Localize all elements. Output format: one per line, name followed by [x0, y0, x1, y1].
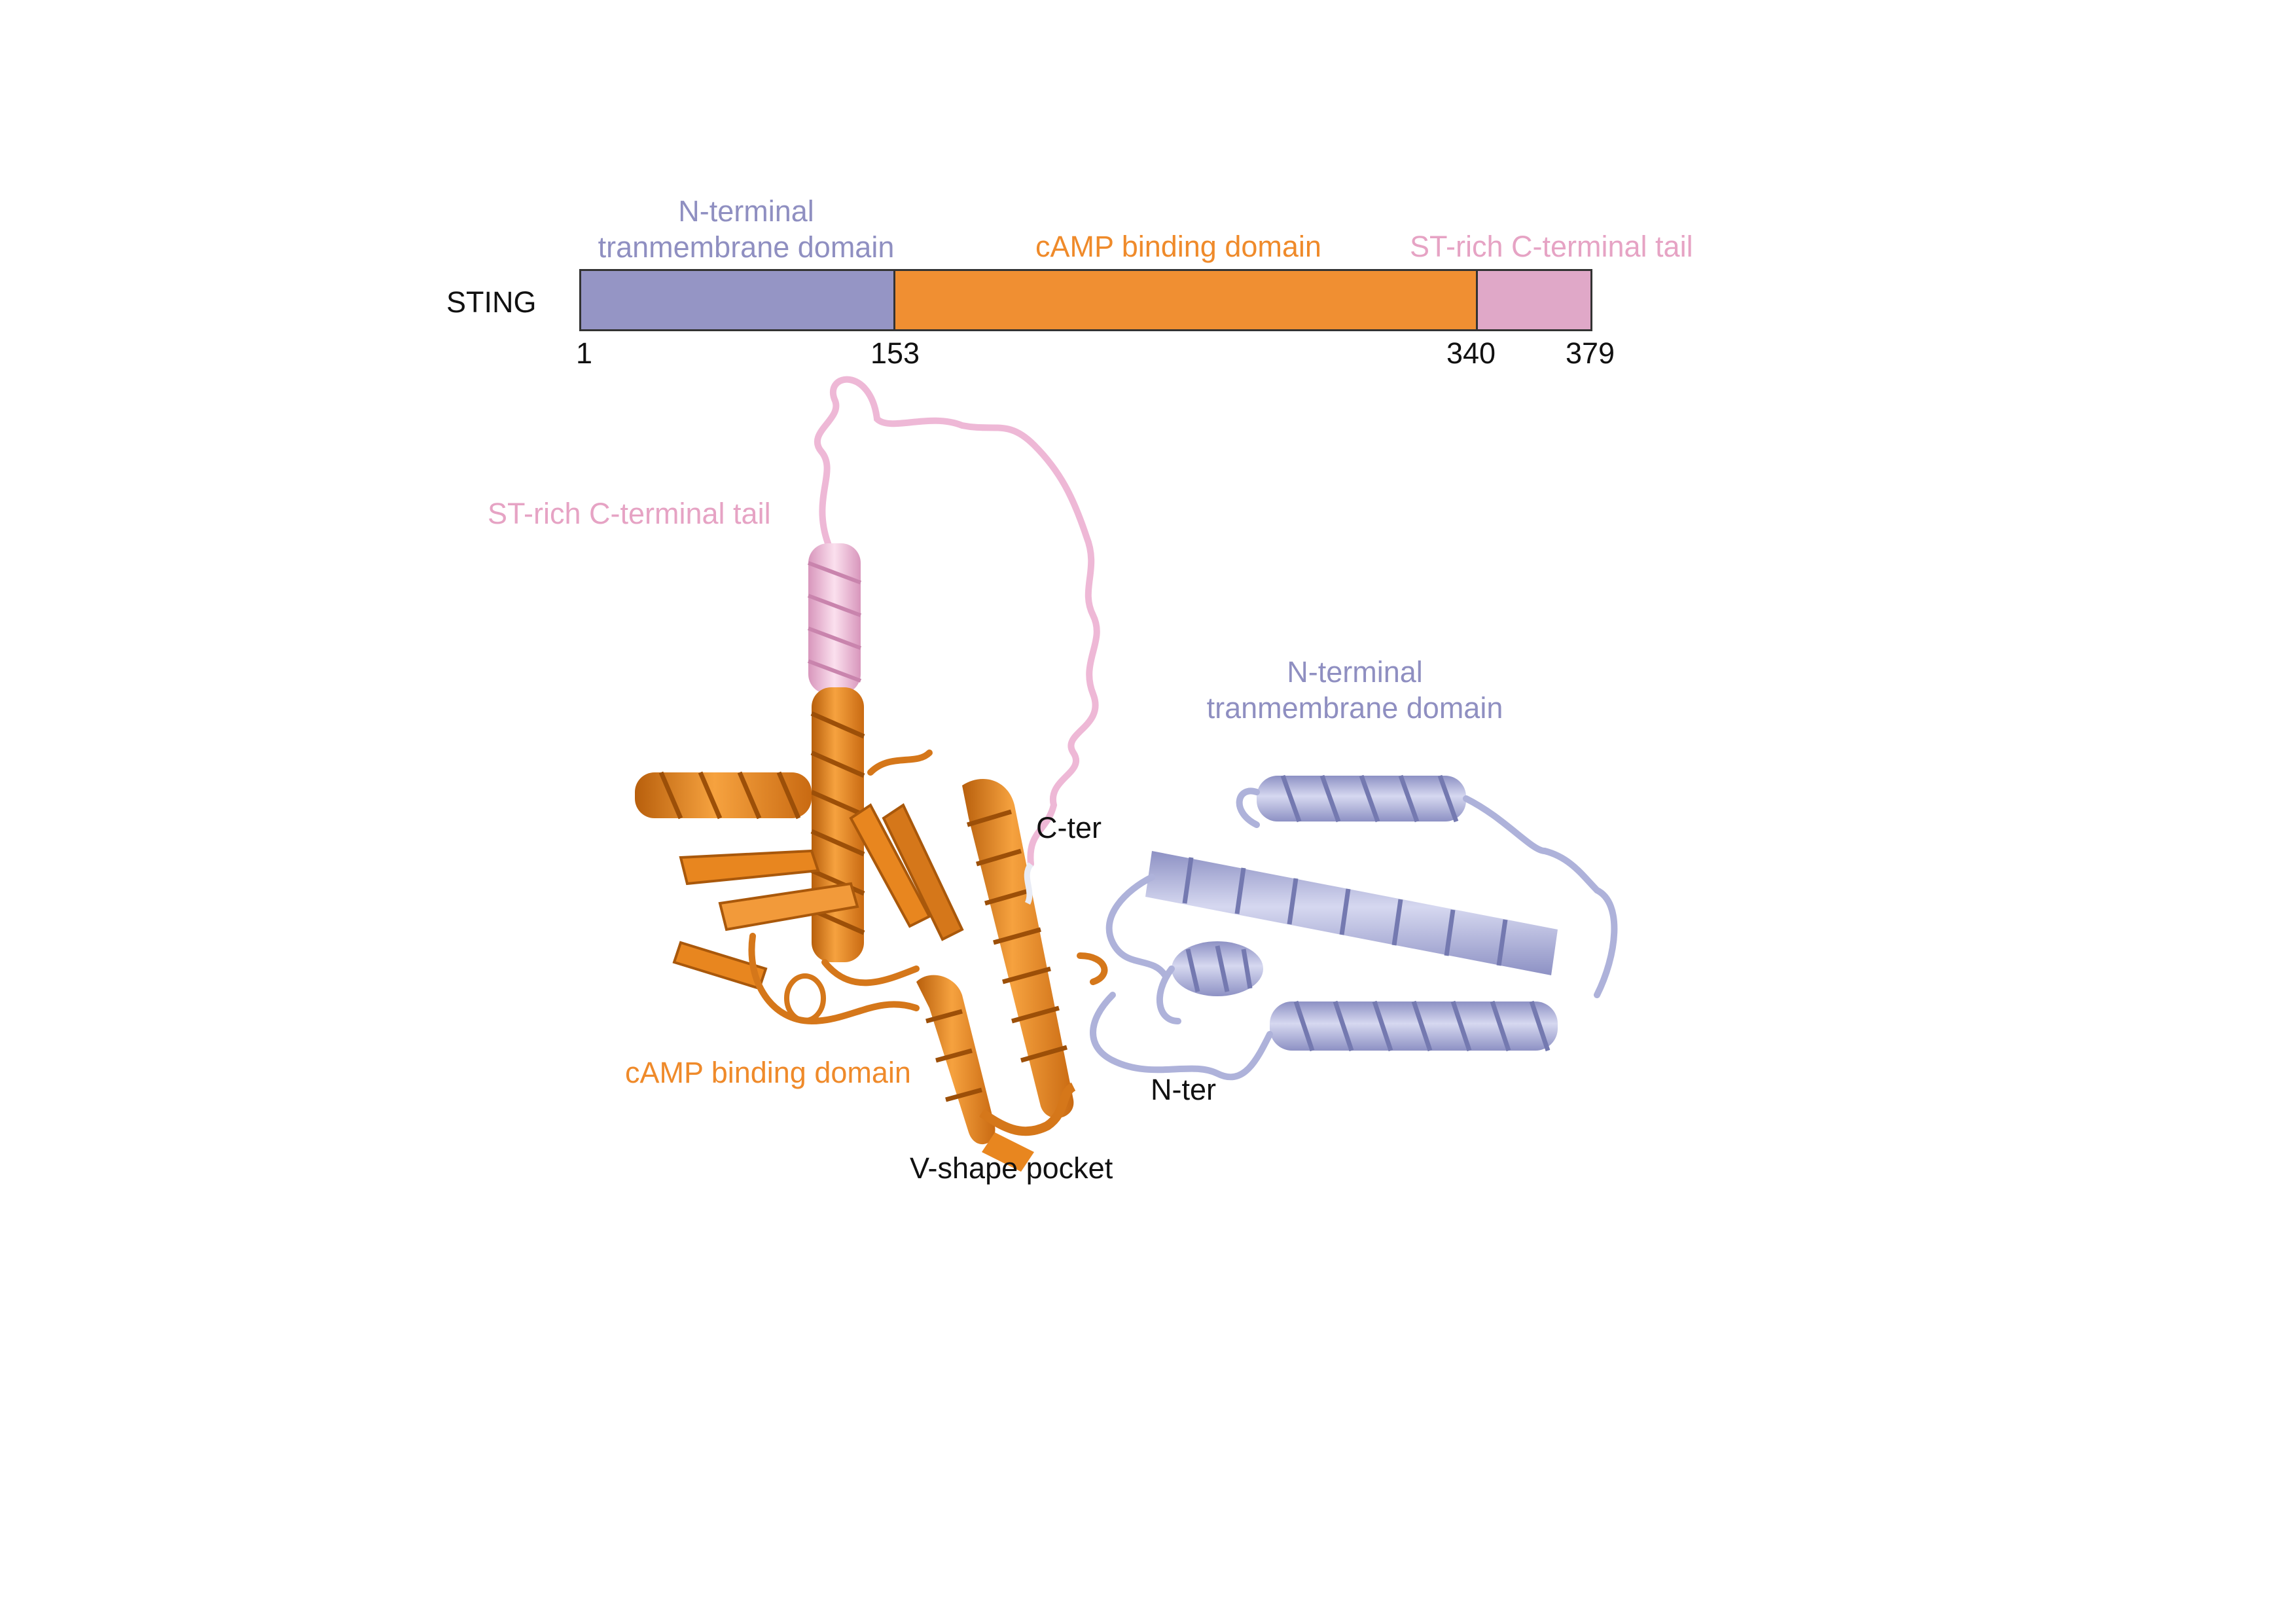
nterm-loops: [1090, 787, 1618, 1081]
c-ter-end: [1024, 862, 1033, 905]
st-tail-loop: [814, 376, 1100, 867]
camp-left-helix: [635, 771, 812, 820]
structure-label-st-tail: ST-rich C-terminal tail: [488, 497, 771, 530]
nterm-helix-bottom: [1270, 1000, 1558, 1052]
camp-loops: [748, 749, 1108, 1025]
structure-label-nterm: N-terminal tranmembrane domain: [1172, 655, 1538, 727]
bar-label-nterm-line1: N-terminal: [678, 194, 814, 228]
protein-name: STING: [446, 285, 537, 319]
camp-beta-sheet: [672, 803, 964, 990]
bar-label-nterm: N-terminal tranmembrane domain: [576, 194, 916, 266]
nterm-helix-top: [1257, 774, 1466, 823]
domain-segment-nterm: [579, 269, 895, 331]
nterm-helix-mid: [1145, 851, 1558, 975]
structure-label-v-shape-pocket: V-shape pocket: [910, 1151, 1113, 1185]
position-379: 379: [1566, 336, 1615, 370]
structure-label-n-ter: N-ter: [1151, 1073, 1216, 1106]
structure-label-nterm-line1: N-terminal: [1287, 655, 1423, 689]
domain-segment-st-tail: [1476, 269, 1592, 331]
position-153: 153: [870, 336, 920, 370]
camp-right-helix: [962, 779, 1074, 1119]
camp-lower-helix: [916, 975, 1076, 1172]
position-340: 340: [1446, 336, 1496, 370]
structure-label-camp: cAMP binding domain: [625, 1056, 911, 1089]
bar-label-st-tail: ST-rich C-terminal tail: [1410, 230, 1693, 263]
structure-label-nterm-line2: tranmembrane domain: [1206, 691, 1503, 725]
structure-label-c-ter: C-ter: [1036, 811, 1102, 844]
bar-label-camp: cAMP binding domain: [1035, 230, 1321, 263]
nterm-helix-short: [1172, 941, 1263, 996]
position-1: 1: [576, 336, 593, 370]
st-tail-helix: [807, 543, 862, 694]
bar-label-nterm-line2: tranmembrane domain: [598, 230, 895, 264]
